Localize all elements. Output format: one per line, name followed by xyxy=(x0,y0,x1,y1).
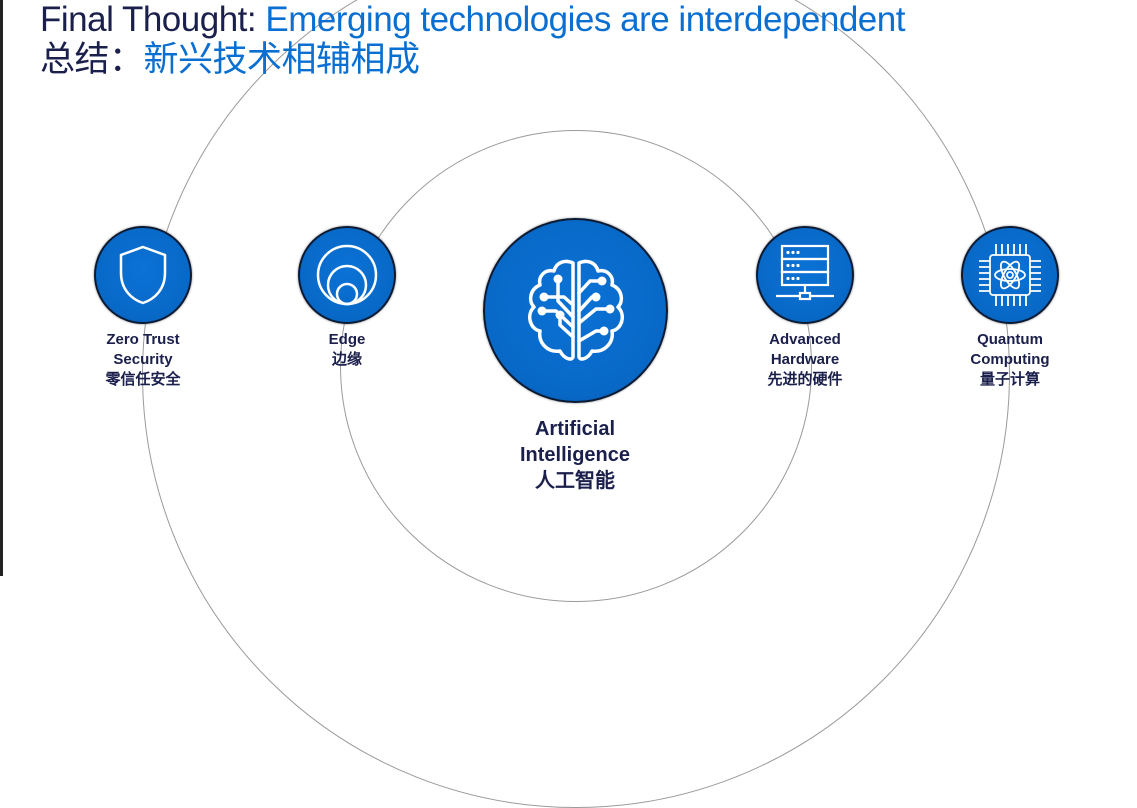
edge-label: Edge 边缘 xyxy=(328,331,366,368)
quantum-chip-icon xyxy=(979,244,1041,306)
ai-label: Artificial Intelligence 人工智能 xyxy=(519,418,631,492)
quantum-label: Quantum Computing 量子计算 xyxy=(970,331,1050,388)
concentric-circles-icon xyxy=(316,244,378,306)
hardware-label: Advanced Hardware 先进的硬件 xyxy=(767,331,843,388)
ai-node xyxy=(483,218,668,403)
zero-trust-node xyxy=(94,226,192,324)
zero-trust-label: Zero Trust Security 零信任安全 xyxy=(105,331,181,388)
slide-title: Final Thought: Emerging technologies are… xyxy=(40,0,905,80)
title-chinese: 总结：新兴技术相辅相成 xyxy=(40,40,420,79)
window-edge xyxy=(0,0,3,576)
shield-icon xyxy=(119,245,167,305)
edge-node xyxy=(298,226,396,324)
title-english: Final Thought: Emerging technologies are… xyxy=(40,0,905,39)
hardware-node xyxy=(756,226,854,324)
server-icon xyxy=(776,244,834,301)
quantum-node xyxy=(961,226,1059,324)
brain-circuit-icon xyxy=(527,259,624,361)
